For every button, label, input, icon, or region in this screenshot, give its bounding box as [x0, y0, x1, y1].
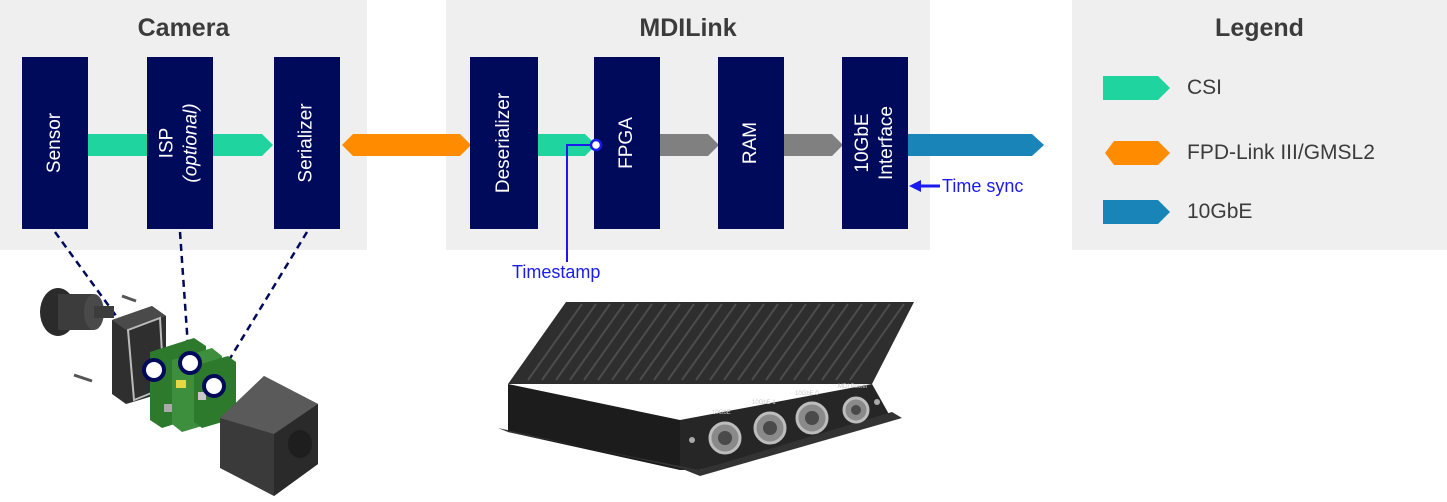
legend-fpd-label: FPD-Link III/GMSL2	[1187, 141, 1375, 164]
screw-icon	[121, 294, 137, 303]
mdilink-title: MDILink	[639, 14, 737, 42]
csi-arrow-isp-serializer	[210, 134, 273, 156]
sensor-marker-icon	[142, 358, 166, 382]
internal-arrow-ram-gbe	[783, 134, 843, 156]
isp-block: ISP (optional)	[147, 57, 213, 229]
camera-illustration	[40, 288, 318, 496]
legend-fpd-swatch	[1105, 141, 1170, 165]
legend-title: Legend	[1215, 14, 1304, 42]
sensor-dashed-line	[53, 231, 156, 369]
timestamp-label: Timestamp	[512, 262, 601, 282]
mdilink-device-illustration: 10GbE 10GbE 1 10GbE 0 MDI Power	[498, 302, 914, 476]
time-sync-arrowhead-icon	[909, 180, 921, 192]
connector-icons	[689, 396, 880, 455]
port-label: MDI Power	[838, 384, 868, 390]
isp-dashed-line	[178, 231, 191, 362]
serializer-marker-icon	[202, 374, 226, 398]
legend-csi-label: CSI	[1187, 76, 1223, 99]
port-label: 10GbE	[712, 410, 731, 416]
timestamp-line	[566, 144, 596, 262]
port-label: 10GbE 1	[752, 400, 776, 406]
gbe-interface-block: 10GbE Interface	[842, 57, 908, 229]
ram-block: RAM	[718, 57, 784, 229]
fpd-link-arrow	[342, 134, 471, 156]
sensor-block: Sensor	[22, 57, 88, 229]
rear-housing-icon	[220, 376, 318, 496]
time-sync-label: Time sync	[942, 176, 1024, 196]
legend-gbe-label: 10GbE	[1187, 200, 1253, 223]
screw-icon	[73, 373, 93, 383]
csi-arrow-sensor-isp	[85, 134, 150, 156]
deserializer-block: Deserializer	[470, 57, 538, 229]
port-label: 10GbE 0	[795, 391, 819, 397]
legend-gbe-swatch	[1103, 200, 1170, 224]
gbe-output-arrow	[906, 134, 1044, 156]
lens-icon	[40, 288, 114, 336]
camera-title: Camera	[137, 14, 230, 42]
internal-arrow-fpga-ram	[660, 134, 719, 156]
fpga-block: FPGA	[594, 57, 660, 229]
front-housing-top	[112, 306, 166, 330]
legend-csi-swatch	[1103, 76, 1170, 100]
isp-marker-icon	[178, 351, 202, 375]
serializer-block: Serializer	[274, 57, 340, 229]
timestamp-marker-icon	[589, 138, 603, 152]
